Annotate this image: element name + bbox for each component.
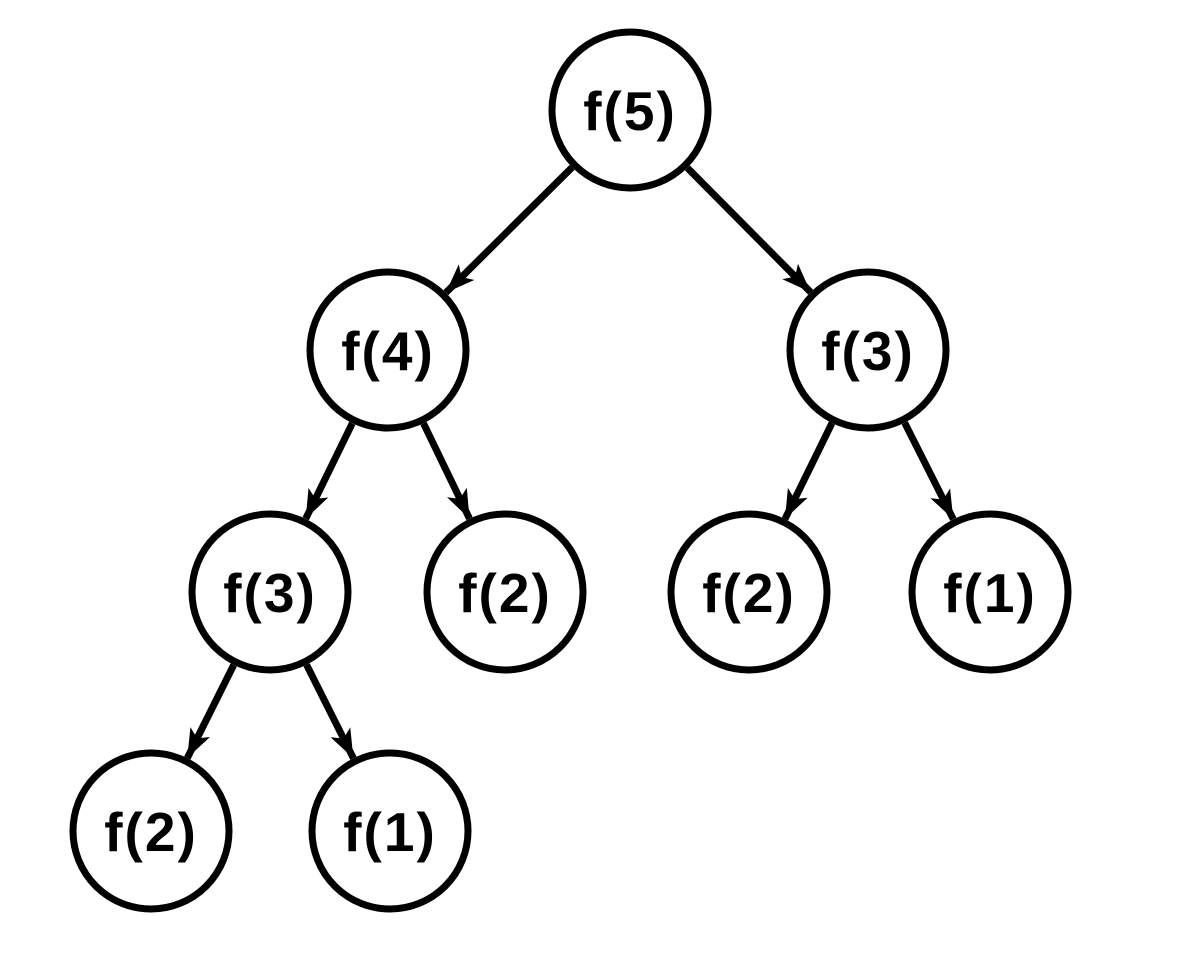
- tree-node-f2a: f(2): [423, 510, 587, 674]
- tree-node-f2b: f(2): [667, 510, 831, 674]
- tree-node-f4: f(4): [306, 268, 470, 432]
- tree-edge-f4-f3l: [302, 421, 356, 521]
- node-circle: [308, 749, 472, 913]
- node-label: f(2): [702, 562, 796, 624]
- tree-node-f5: f(5): [548, 28, 712, 192]
- node-circle: [908, 510, 1072, 674]
- node-label: f(3): [223, 562, 317, 624]
- tree-edge-f4-f2a: [420, 421, 473, 521]
- tree-edge-f3r-f2b: [781, 421, 836, 521]
- node-label: f(3): [821, 320, 915, 382]
- node-circle: [786, 268, 950, 432]
- tree-node-f3l: f(3): [188, 510, 352, 674]
- node-circle: [423, 510, 587, 674]
- node-circle: [188, 510, 352, 674]
- tree-edges: [184, 164, 957, 760]
- tree-edge-f3l-f1b: [303, 663, 357, 760]
- tree-edge-f5-f3r: [684, 165, 814, 295]
- node-label: f(4): [341, 320, 435, 382]
- node-circle: [69, 749, 233, 913]
- tree-node-f1a: f(1): [908, 510, 1072, 674]
- node-label: f(2): [104, 801, 198, 863]
- tree-node-f2c: f(2): [69, 749, 233, 913]
- node-label: f(1): [343, 801, 437, 863]
- node-label: f(2): [458, 562, 552, 624]
- node-circle: [548, 28, 712, 192]
- tree-node-f3r: f(3): [786, 268, 950, 432]
- tree-edge-f5-f4: [443, 164, 575, 296]
- node-label: f(1): [943, 562, 1037, 624]
- node-circle: [306, 268, 470, 432]
- tree-edge-f3l-f2c: [184, 663, 237, 760]
- node-label: f(5): [583, 80, 677, 142]
- node-circle: [667, 510, 831, 674]
- tree-edge-f3r-f1a: [901, 421, 957, 521]
- tree-nodes: f(5) f(4) f(3) f(3) f(2) f(2) f(1) f(2) f(1): [69, 28, 1072, 913]
- tree-node-f1b: f(1): [308, 749, 472, 913]
